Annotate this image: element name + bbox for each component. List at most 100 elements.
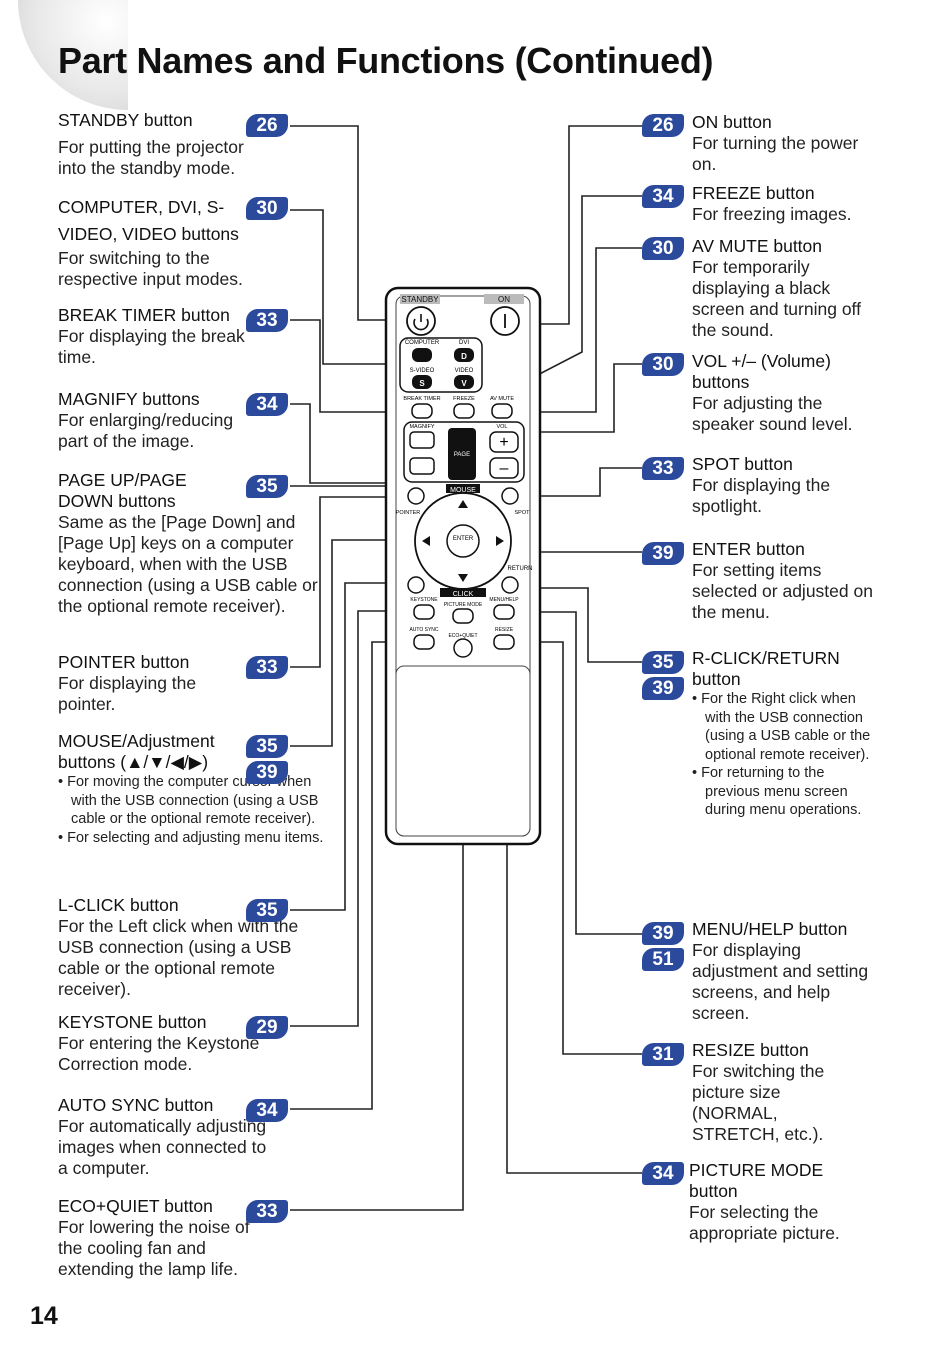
vol-label: VOL [496,424,507,430]
svideo-key-letter: S [419,379,425,388]
spot-label: SPOT [515,510,531,516]
spot-button [501,487,519,505]
page-ref-badge: 39 [642,542,684,565]
remote-control-illustration: STANDBY ON COMPUTER DVI D S-VIDEO VIDEO … [384,286,542,846]
auto-sync-label: AUTO SYNC [409,627,438,633]
left-item-mouse: MOUSE/Adjustment buttons (▲/▼/◀/▶) For m… [58,731,340,847]
on-label: ON [498,295,510,304]
magnify-label: MAGNIFY [409,424,434,430]
page-ref-badge: 33 [246,656,288,679]
magnify-down-button [409,457,435,475]
freeze-button [453,403,475,419]
page-label: PAGE [454,452,470,458]
break-timer-label: BREAK TIMER [403,396,440,402]
page-ref-badge: 35 [246,735,288,758]
dvi-button [454,348,474,362]
keystone-label: KEYSTONE [410,597,438,603]
svg-text:+: + [499,434,508,451]
page-ref-badge: 34 [642,1162,684,1185]
enter-button [446,524,480,558]
page-ref-badge: 30 [246,197,288,220]
computer-label: COMPUTER [405,340,440,346]
page-number: 14 [30,1302,58,1330]
auto-sync-button [413,634,435,650]
standby-label: STANDBY [401,295,439,304]
page-ref-badge: 31 [642,1043,684,1066]
eco-quiet-button [453,638,473,658]
keystone-button [413,604,435,620]
pointer-button [407,487,425,505]
svideo-label: S-VIDEO [410,368,435,374]
dvi-label: DVI [459,340,469,346]
return-label: RETURN [508,566,533,572]
av-mute-label: AV MUTE [490,396,514,402]
freeze-label: FREEZE [453,396,475,402]
picture-mode-label: PICTURE MODE [444,602,483,608]
vol-up-button [489,431,519,453]
right-item-r-click-return: R-CLICK/RETURN button For the Right clic… [692,648,872,820]
dvi-key-letter: D [461,352,467,361]
page-ref-badge: 51 [642,948,684,971]
pointer-label: POINTER [396,510,420,516]
click-label: CLICK [453,591,474,598]
break-timer-button [411,403,433,419]
page-ref-badge: 34 [246,1099,288,1122]
vol-down-button [489,457,519,479]
av-mute-button [491,403,513,419]
menu-help-button [493,604,515,620]
r-click-button [501,576,519,594]
page-buttons [448,428,476,480]
page-ref-badge: 26 [246,114,288,137]
page-ref-badge: 35 [246,899,288,922]
svg-text:–: – [500,460,509,477]
page-ref-badge: 35 [246,475,288,498]
page-ref-badge: 29 [246,1016,288,1039]
computer-button [412,348,432,362]
page-ref-badge: 34 [246,393,288,416]
page-ref-badge: 33 [642,457,684,480]
eco-quiet-label: ECO+QUIET [448,633,477,639]
video-key-letter: V [461,379,467,388]
magnify-up-button [409,431,435,449]
video-label: VIDEO [455,368,474,374]
page-ref-badge: 26 [642,114,684,137]
l-click-button [407,576,425,594]
resize-button [493,634,515,650]
page-ref-badge: 39 [642,922,684,945]
page-ref-badge: 30 [642,237,684,260]
page-title: Part Names and Functions (Continued) [58,40,714,81]
left-item-input-buttons: COMPUTER, DVI, S-VIDEO, VIDEO buttons [58,197,239,244]
page-ref-badge: 34 [642,185,684,208]
video-button [454,375,474,389]
page-ref-badge: 35 [642,651,684,674]
page-ref-badge: 33 [246,1200,288,1223]
svideo-button [412,375,432,389]
page-ref-badge: 39 [642,677,684,700]
mouse-label: MOUSE [450,487,476,494]
left-item-input-buttons-desc: For switching to the respective input mo… [58,248,243,289]
menu-help-label: MENU/HELP [489,597,519,603]
page-ref-badge: 30 [642,353,684,376]
picture-mode-button [452,608,474,624]
page-ref-badge: 33 [246,309,288,332]
enter-label: ENTER [453,536,474,542]
resize-label: RESIZE [495,627,514,633]
